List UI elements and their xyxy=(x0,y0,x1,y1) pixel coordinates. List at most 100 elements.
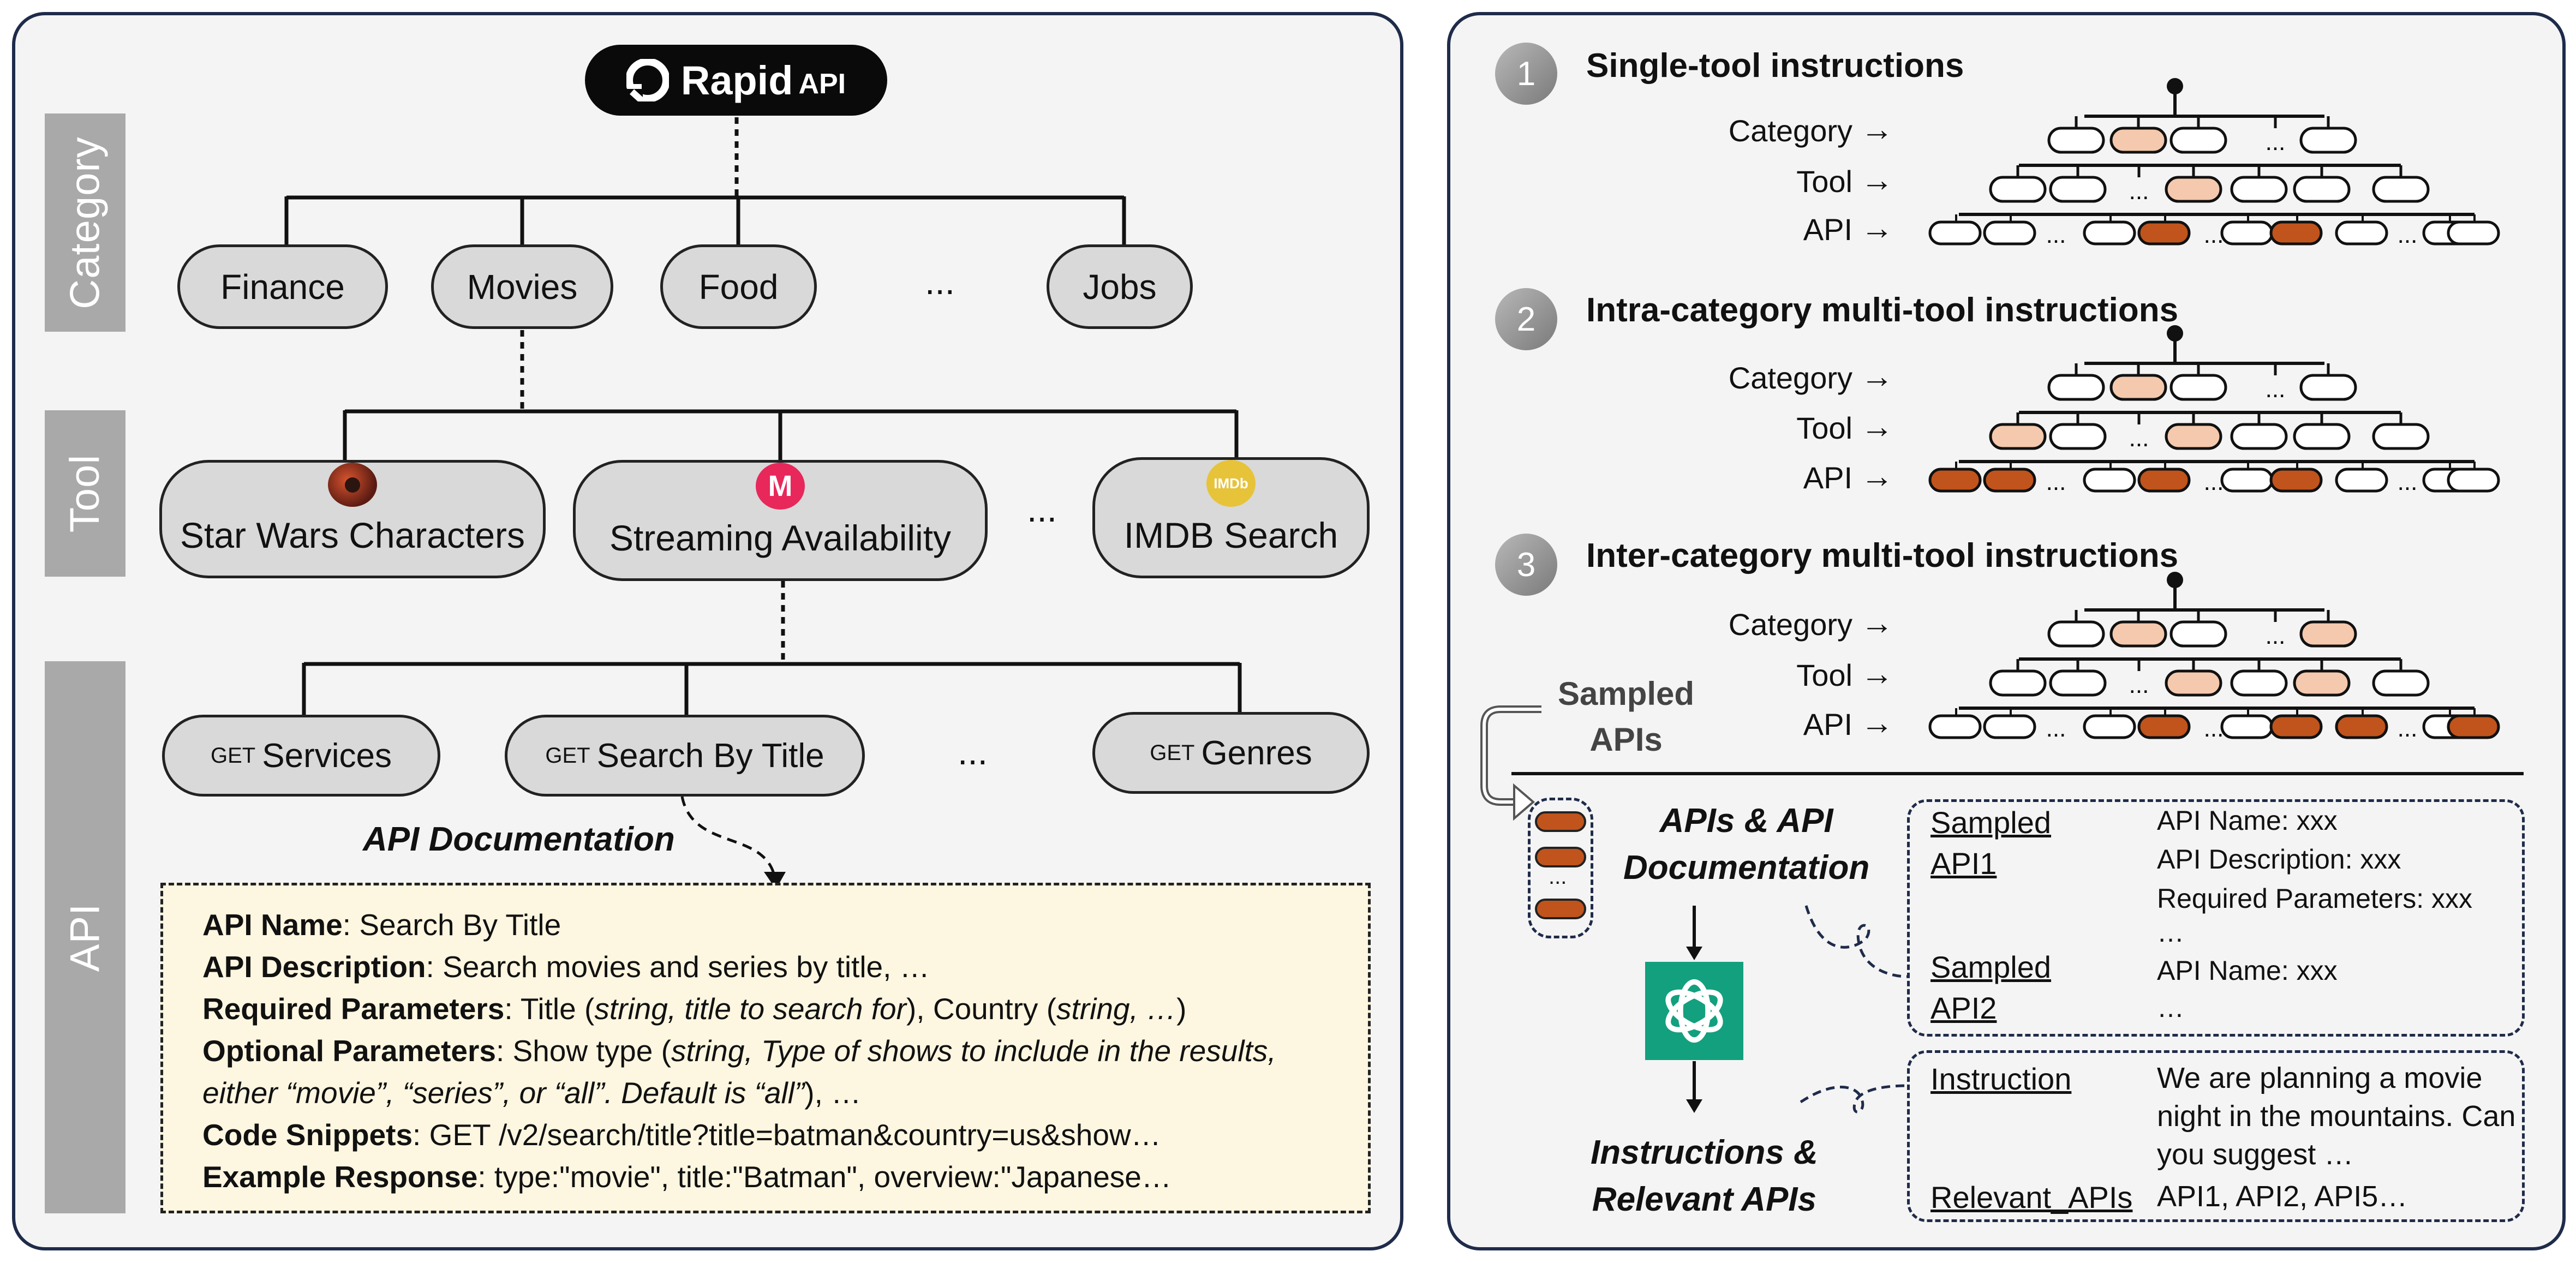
sidebar-category: Category xyxy=(45,113,125,332)
tree3-api-ellipsis-9: ... xyxy=(2398,715,2418,742)
tree1-tool-node-4 xyxy=(2230,176,2288,203)
api-documentation-box: API Name: Search By Title API Descriptio… xyxy=(160,883,1371,1213)
tree2-api-node-3 xyxy=(2083,468,2136,493)
doc-api-description: API Description: Search movies and serie… xyxy=(202,950,930,984)
sampled-api1-label-b: API1 xyxy=(1930,846,1997,881)
tree1-cat-node-0 xyxy=(2047,127,2105,154)
category-finance[interactable]: Finance xyxy=(177,244,388,329)
doc-required-parameters: Required Parameters: Title (string, titl… xyxy=(202,992,1187,1026)
tree3-api-node-8 xyxy=(2335,714,2388,739)
box1-api-description: API Description: xxx xyxy=(2157,844,2401,875)
tree1-cat-node-1 xyxy=(2109,127,2167,154)
category-food[interactable]: Food xyxy=(660,244,817,329)
tree2-label-category: Category xyxy=(1728,361,1852,395)
tree3-cat-node-4 xyxy=(2299,620,2357,648)
tree1-tool-ellipsis: ... xyxy=(2129,178,2149,205)
doc-optional-parameters-cont: either “movie”, “series”, or “all”. Defa… xyxy=(202,1076,862,1110)
tree3-api-node-7 xyxy=(2269,714,2323,739)
tree2-api-node-1 xyxy=(1983,468,2036,493)
sampled-apis-label: Sampled APIs xyxy=(1558,675,1695,758)
instruction-line-2: night in the mountains. Can xyxy=(2157,1100,2516,1133)
tree2-tool-node-5 xyxy=(2293,423,2351,450)
tree2-tool-node-6 xyxy=(2372,423,2430,450)
category-ellipsis: ... xyxy=(925,261,955,302)
relevant-apis-value: API1, API2, API5… xyxy=(2157,1180,2408,1213)
doc-optional-parameters: Optional Parameters: Show type (string, … xyxy=(202,1034,1276,1068)
tree1-cat-ellipsis: ... xyxy=(2266,129,2286,155)
tree1-root xyxy=(2167,78,2183,94)
tree1-api-node-8 xyxy=(2335,220,2388,246)
sampled-api2-label-b: API2 xyxy=(1930,991,1997,1025)
box1-api-name-2: API Name: xxx xyxy=(2157,955,2338,986)
tree1-tool-node-5 xyxy=(2293,176,2351,203)
step-2-title: Intra-category multi-tool instructions xyxy=(1586,291,2179,329)
box1-api-name: API Name: xxx xyxy=(2157,805,2338,836)
tree3-root xyxy=(2167,572,2183,588)
tree1-tool-node-1 xyxy=(2049,176,2107,203)
sidebar-api: API xyxy=(45,661,125,1213)
hierarchy-trees: ........................................… xyxy=(1928,78,2500,742)
tree2-arrow-category: → xyxy=(1861,358,1893,394)
box1-ellipsis-2: … xyxy=(2157,992,2184,1023)
tree1-api-ellipsis-5: ... xyxy=(2204,222,2224,248)
rapidapi-logo-text: Rapid xyxy=(680,57,793,103)
tree1-label-category: Category xyxy=(1728,113,1852,148)
tree1-api-node-11 xyxy=(2447,220,2500,246)
category-jobs[interactable]: Jobs xyxy=(1047,244,1193,329)
instruction-label: Instruction xyxy=(1930,1062,2072,1096)
relevant-apis-label: Relevant_APIs xyxy=(1930,1180,2133,1214)
sampled-api-stack xyxy=(1528,798,1593,938)
tree2-tool-node-3 xyxy=(2165,423,2222,450)
star-wars-icon xyxy=(328,463,377,507)
step-3-badge: 3 xyxy=(1495,534,1557,596)
stack-api-2 xyxy=(1535,847,1586,867)
tree1-label-api: API xyxy=(1803,212,1852,247)
tree2-label-api: API xyxy=(1803,460,1852,495)
tree3-api-ellipsis-5: ... xyxy=(2204,715,2224,742)
tree2-cat-ellipsis: ... xyxy=(2266,376,2286,403)
step-1-title: Single-tool instructions xyxy=(1586,47,1964,85)
tree3-label-api: API xyxy=(1803,707,1852,741)
tree1-api-ellipsis-9: ... xyxy=(2398,222,2418,248)
tree2-label-tool: Tool xyxy=(1796,411,1852,445)
tree2-api-node-0 xyxy=(1928,468,1982,493)
tree1-arrow-tool: → xyxy=(1861,161,1893,198)
tree3-tool-node-1 xyxy=(2049,669,2107,697)
streaming-m-icon: M xyxy=(756,463,805,510)
instruction-box xyxy=(1907,1050,2525,1222)
sidebar-tool: Tool xyxy=(45,410,125,577)
api-documentation-label: API Documentation xyxy=(363,821,675,858)
doc-arrowhead xyxy=(764,872,786,889)
tree3-api-node-3 xyxy=(2083,714,2136,739)
tree3-label-tool: Tool xyxy=(1796,658,1852,692)
tree3-arrow-category: → xyxy=(1861,604,1893,641)
box1-ellipsis-1: … xyxy=(2157,917,2184,948)
tool-star-wars-characters[interactable]: Star Wars Characters xyxy=(159,460,546,578)
tree2-api-node-8 xyxy=(2335,468,2388,493)
category-movies[interactable]: Movies xyxy=(431,244,613,329)
tree3-arrow-tool: → xyxy=(1861,655,1893,692)
tool-imdb-search[interactable]: IMDb IMDB Search xyxy=(1092,457,1370,578)
imdb-icon: IMDb xyxy=(1206,460,1256,507)
tree1-cat-node-2 xyxy=(2169,127,2227,154)
stack-api-3 xyxy=(1535,899,1586,919)
tree1-api-node-1 xyxy=(1983,220,2036,246)
tree3-tool-node-3 xyxy=(2165,669,2222,697)
tree1-api-node-0 xyxy=(1928,220,1982,246)
instruction-line-1: We are planning a movie xyxy=(2157,1062,2483,1094)
tree2-cat-node-0 xyxy=(2047,374,2105,401)
tree1-api-node-6 xyxy=(2220,220,2274,246)
rapidapi-logo: Rapid API xyxy=(585,45,887,116)
tree2-api-node-6 xyxy=(2220,468,2274,493)
tree2-arrow-tool: → xyxy=(1861,408,1893,445)
tree3-api-node-1 xyxy=(1983,714,2036,739)
tree3-api-ellipsis-2: ... xyxy=(2046,715,2066,742)
tree3-cat-ellipsis: ... xyxy=(2266,622,2286,649)
tree1-tool-node-6 xyxy=(2372,176,2430,203)
tree2-tool-ellipsis: ... xyxy=(2129,425,2149,452)
tool-streaming-availability[interactable]: M Streaming Availability xyxy=(573,460,988,581)
stack-api-1 xyxy=(1535,811,1586,832)
